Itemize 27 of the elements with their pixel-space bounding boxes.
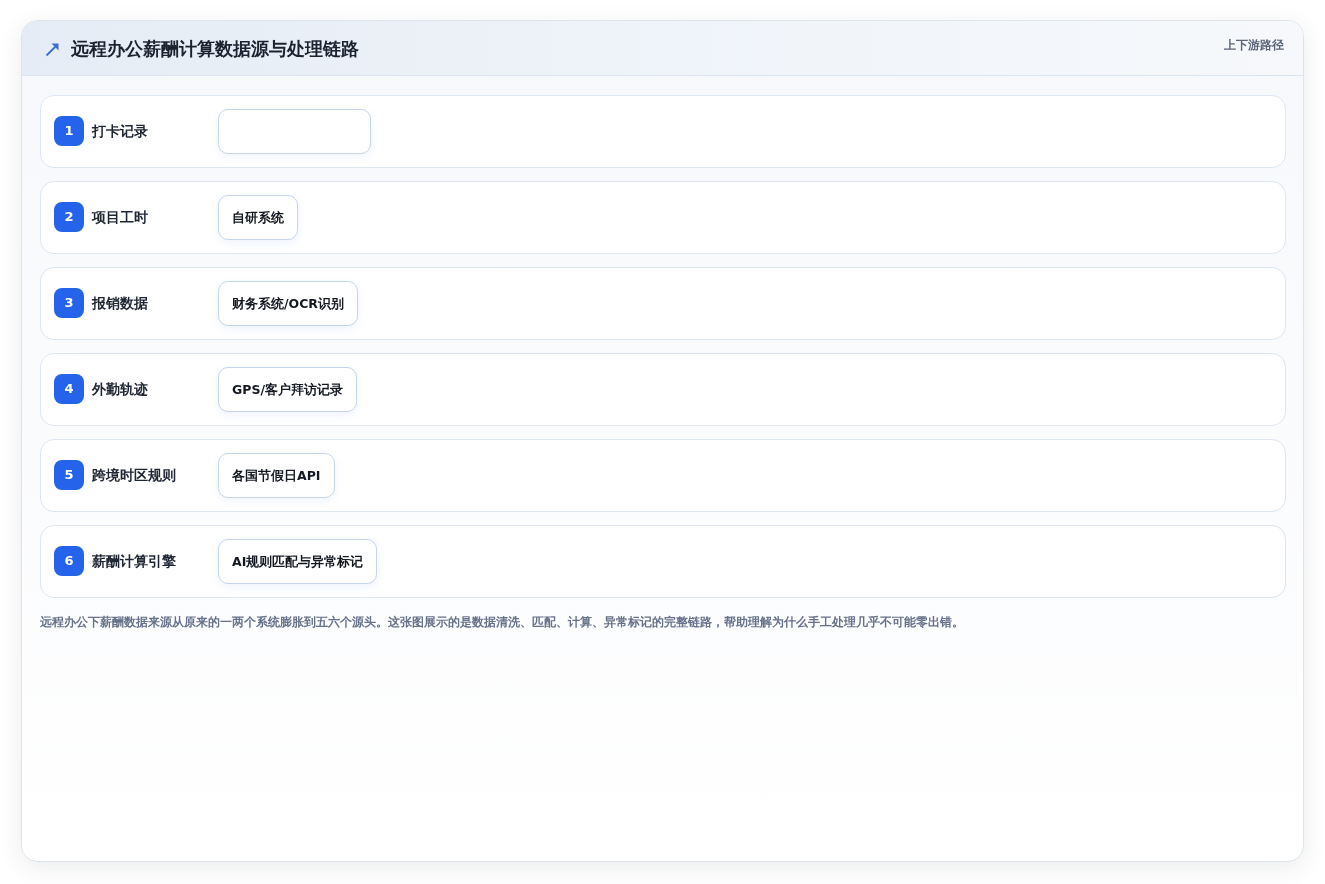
step-number-badge: 3 [54, 288, 84, 318]
source-row-card [40, 525, 1286, 598]
step-number-badge: 4 [54, 374, 84, 404]
source-label: 项目工时 [92, 208, 148, 227]
source-tag: 自研系统 [218, 195, 298, 240]
source-label: 薪酬计算引擎 [92, 552, 176, 571]
source-tag: 各国节假日API [218, 453, 335, 498]
step-number-badge: 6 [54, 546, 84, 576]
step-number-badge: 1 [54, 116, 84, 146]
source-tag: 财务系统/OCR识别 [218, 281, 358, 326]
source-tag: GPS/客户拜访记录 [218, 367, 357, 412]
source-row-card [40, 181, 1286, 254]
card-title: 远程办公薪酬计算数据源与处理链路 [71, 37, 359, 61]
source-label: 报销数据 [92, 294, 148, 313]
source-row-card [40, 439, 1286, 512]
step-number-badge: 2 [54, 202, 84, 232]
step-number-badge: 5 [54, 460, 84, 490]
source-label: 打卡记录 [92, 122, 148, 141]
header-note: 上下游路径 [1224, 37, 1284, 53]
caption-text: 远程办公下薪酬数据来源从原来的一两个系统膨胀到五六个源头。这张图展示的是数据清洗、匹配、计算、异常标记的完整链路，帮助理解为什么手工处理几乎不可能零出错。 [40, 614, 964, 630]
source-label: 外勤轨迹 [92, 380, 148, 399]
source-tag: AI规则匹配与异常标记 [218, 539, 378, 584]
source-label: 跨境时区规则 [92, 466, 176, 485]
source-row-card [40, 95, 1286, 168]
source-row-card [40, 267, 1286, 340]
source-row-card [40, 353, 1286, 426]
empty-source-tag [218, 109, 371, 154]
